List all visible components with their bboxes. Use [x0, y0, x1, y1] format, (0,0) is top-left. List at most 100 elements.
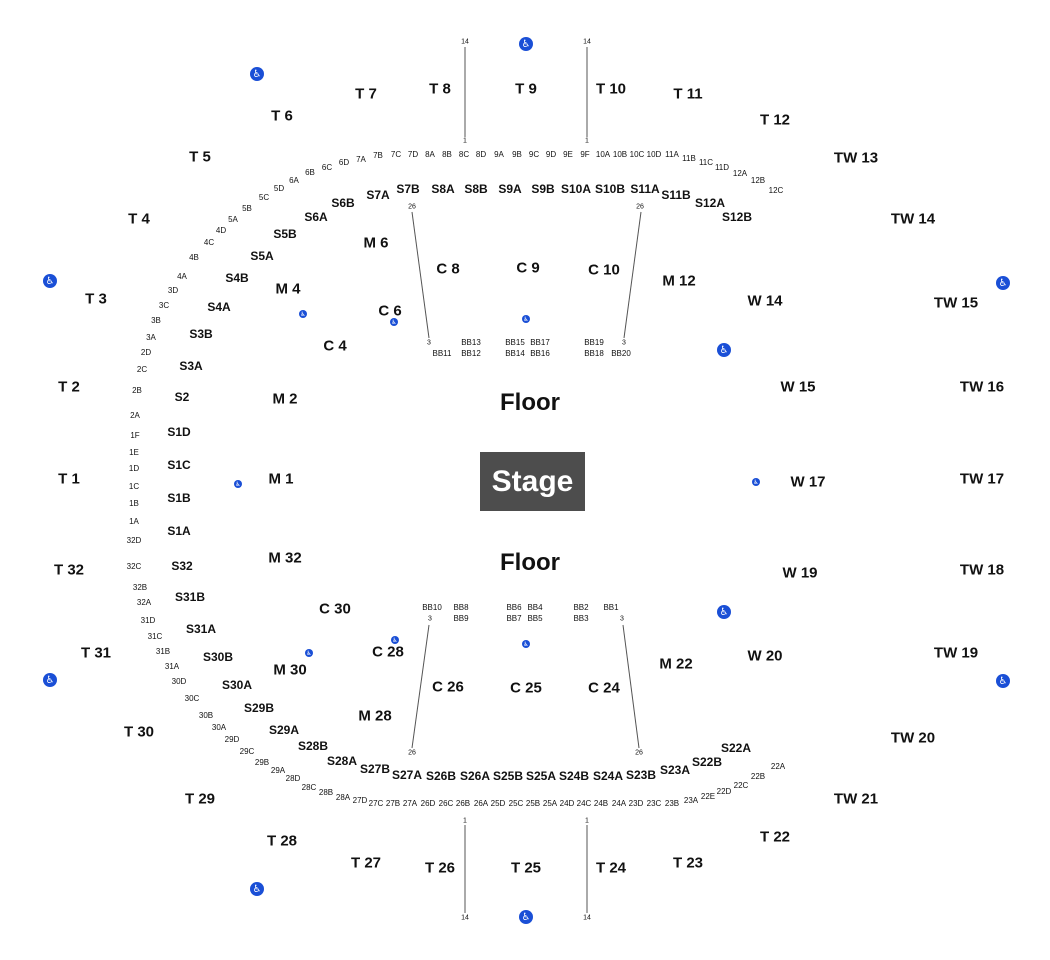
section-s1a[interactable]: S1A — [167, 524, 191, 538]
section-c4[interactable]: C 4 — [323, 337, 347, 355]
section-m28[interactable]: M 28 — [358, 707, 392, 725]
section-c8[interactable]: C 8 — [436, 260, 460, 278]
section-t2[interactable]: T 2 — [58, 378, 80, 396]
section-t31[interactable]: T 31 — [80, 644, 112, 662]
box-block-label[interactable]: BB19 — [584, 338, 604, 347]
section-s3b[interactable]: S3B — [189, 327, 213, 341]
section-s29a[interactable]: S29A — [268, 723, 300, 737]
section-s26a[interactable]: S26A — [459, 769, 491, 783]
section-c28[interactable]: C 28 — [372, 643, 404, 661]
section-s11a[interactable]: S11A — [630, 182, 660, 196]
section-w20[interactable]: W 20 — [747, 647, 783, 665]
section-t28[interactable]: T 28 — [266, 832, 298, 850]
section-t8[interactable]: T 8 — [429, 80, 451, 98]
section-s7a[interactable]: S7A — [366, 188, 390, 202]
box-block-label[interactable]: BB13 — [461, 338, 481, 347]
section-s23b[interactable]: S23B — [625, 768, 657, 782]
section-s25a[interactable]: S25A — [525, 769, 557, 783]
section-c30[interactable]: C 30 — [319, 600, 351, 618]
section-s26b[interactable]: S26B — [425, 769, 457, 783]
section-s5b[interactable]: S5B — [273, 227, 297, 241]
section-t4[interactable]: T 4 — [128, 210, 150, 228]
section-t9[interactable]: T 9 — [515, 80, 537, 98]
section-s32[interactable]: S32 — [171, 559, 193, 573]
section-t12[interactable]: T 12 — [759, 111, 791, 129]
box-block-label[interactable]: BB16 — [530, 349, 550, 358]
section-c26[interactable]: C 26 — [432, 678, 464, 696]
section-t24[interactable]: T 24 — [595, 859, 627, 877]
section-s28b[interactable]: S28B — [297, 739, 329, 753]
section-t32[interactable]: T 32 — [53, 561, 85, 579]
section-t29[interactable]: T 29 — [184, 790, 216, 808]
section-c9[interactable]: C 9 — [516, 259, 540, 277]
section-tw20[interactable]: TW 20 — [890, 729, 936, 747]
section-tw14[interactable]: TW 14 — [890, 210, 936, 228]
section-w19[interactable]: W 19 — [782, 564, 818, 582]
section-s2[interactable]: S2 — [174, 390, 190, 404]
box-block-label[interactable]: BB9 — [453, 614, 469, 623]
box-block-label[interactable]: BB17 — [530, 338, 550, 347]
section-t1[interactable]: T 1 — [58, 470, 80, 488]
section-s31b[interactable]: S31B — [174, 590, 206, 604]
section-s10a[interactable]: S10A — [560, 182, 592, 196]
section-s30a[interactable]: S30A — [221, 678, 253, 692]
section-c10[interactable]: C 10 — [588, 261, 620, 279]
section-m32[interactable]: M 32 — [268, 549, 302, 567]
section-s12a[interactable]: S12A — [694, 196, 726, 210]
section-s10b[interactable]: S10B — [594, 182, 626, 196]
section-tw13[interactable]: TW 13 — [833, 149, 879, 167]
section-t10[interactable]: T 10 — [595, 80, 627, 98]
section-c6[interactable]: C 6 — [378, 302, 402, 320]
section-s11b[interactable]: S11B — [661, 188, 691, 202]
section-t25[interactable]: T 25 — [510, 859, 542, 877]
box-block-label[interactable]: BB1 — [603, 603, 619, 612]
section-m12[interactable]: M 12 — [662, 272, 696, 290]
box-block-label[interactable]: BB8 — [453, 603, 469, 612]
section-tw21[interactable]: TW 21 — [833, 790, 879, 808]
section-m1[interactable]: M 1 — [268, 470, 294, 488]
box-block-label[interactable]: BB20 — [611, 349, 631, 358]
section-c24[interactable]: C 24 — [588, 679, 620, 697]
section-m22[interactable]: M 22 — [659, 655, 693, 673]
section-s23a[interactable]: S23A — [659, 763, 691, 777]
section-tw19[interactable]: TW 19 — [933, 644, 979, 662]
section-s25b[interactable]: S25B — [492, 769, 524, 783]
section-s1d[interactable]: S1D — [167, 425, 191, 439]
section-s29b[interactable]: S29B — [243, 701, 275, 715]
section-s27a[interactable]: S27A — [391, 768, 423, 782]
box-block-label[interactable]: BB18 — [584, 349, 604, 358]
section-t22[interactable]: T 22 — [759, 828, 791, 846]
section-w17[interactable]: W 17 — [790, 473, 826, 491]
section-s24a[interactable]: S24A — [592, 769, 624, 783]
box-block-label[interactable]: BB2 — [573, 603, 589, 612]
box-block-label[interactable]: BB12 — [461, 349, 481, 358]
section-tw18[interactable]: TW 18 — [959, 561, 1005, 579]
section-s22b[interactable]: S22B — [691, 755, 723, 769]
section-s12b[interactable]: S12B — [721, 210, 753, 224]
box-block-label[interactable]: BB11 — [432, 349, 452, 358]
section-s8a[interactable]: S8A — [431, 182, 455, 196]
section-s31a[interactable]: S31A — [185, 622, 217, 636]
section-t27[interactable]: T 27 — [350, 854, 382, 872]
section-m2[interactable]: M 2 — [272, 390, 298, 408]
section-s4b[interactable]: S4B — [225, 271, 249, 285]
section-c25[interactable]: C 25 — [510, 679, 542, 697]
section-t30[interactable]: T 30 — [123, 723, 155, 741]
section-t11[interactable]: T 11 — [673, 85, 703, 103]
box-block-label[interactable]: BB7 — [506, 614, 522, 623]
section-s6a[interactable]: S6A — [304, 210, 328, 224]
section-m30[interactable]: M 30 — [273, 661, 307, 679]
section-tw15[interactable]: TW 15 — [933, 294, 979, 312]
section-s6b[interactable]: S6B — [331, 196, 355, 210]
box-block-label[interactable]: BB15 — [505, 338, 525, 347]
box-block-label[interactable]: BB14 — [505, 349, 525, 358]
box-block-label[interactable]: BB3 — [573, 614, 589, 623]
section-s22a[interactable]: S22A — [720, 741, 752, 755]
box-block-label[interactable]: BB5 — [527, 614, 543, 623]
section-s5a[interactable]: S5A — [250, 249, 274, 263]
section-w14[interactable]: W 14 — [747, 292, 783, 310]
section-s4a[interactable]: S4A — [207, 300, 231, 314]
box-block-label[interactable]: BB10 — [422, 603, 442, 612]
section-w15[interactable]: W 15 — [780, 378, 816, 396]
section-s30b[interactable]: S30B — [202, 650, 234, 664]
